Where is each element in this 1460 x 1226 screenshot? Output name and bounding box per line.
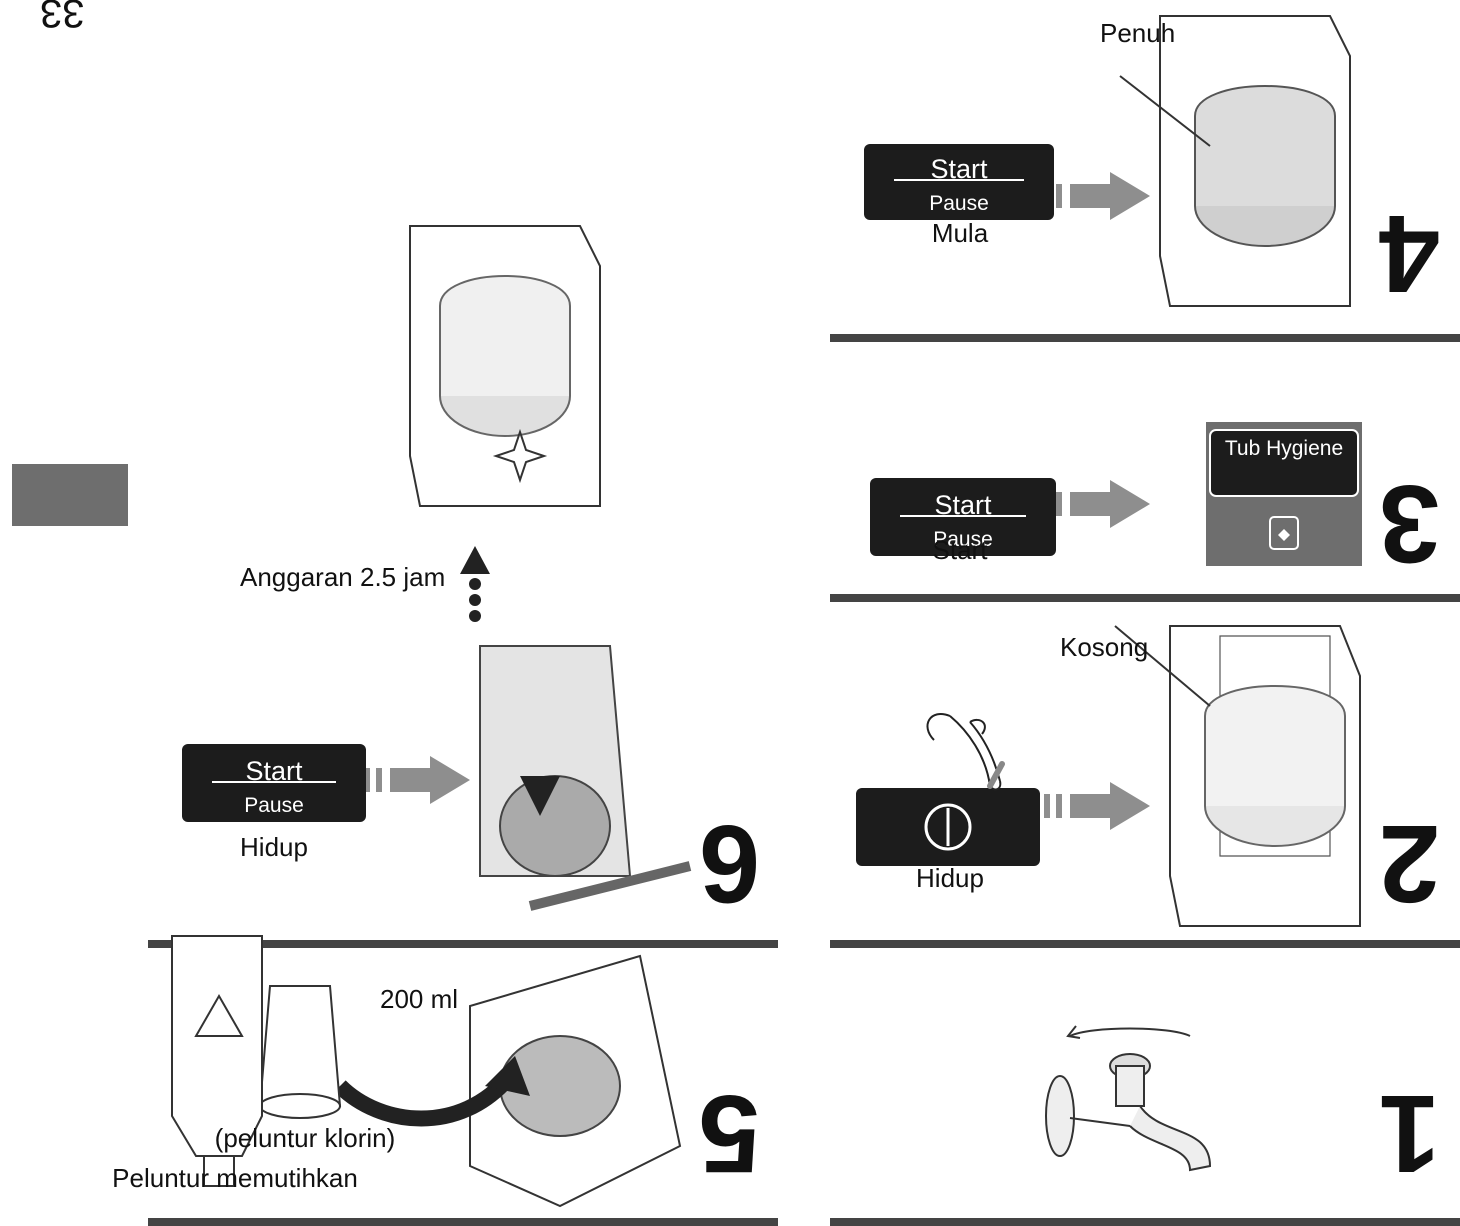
step-4-callout: Penuh — [1100, 18, 1175, 48]
tap-icon — [1045, 1025, 1212, 1172]
result: Anggaran 2.5 jam — [240, 225, 601, 622]
step-2-caption: Hidup — [916, 863, 984, 893]
step-5-agent-sub: (peluntur klorin) — [215, 1123, 396, 1153]
start-pause-button[interactable]: Start Pause — [870, 478, 1056, 556]
washer-clean — [409, 225, 601, 507]
pour-arrow — [334, 1070, 517, 1127]
rotated-page: 33 1 2 — [12, 0, 1460, 1226]
step-3-caption: Start — [933, 535, 989, 565]
step-5-number: 5 — [699, 1072, 760, 1195]
measuring-cup-icon — [258, 985, 342, 1119]
step-4: 4 Penuh Start Pause Mula — [864, 15, 1440, 315]
dividers — [148, 334, 1460, 1226]
bleach-bottle-icon — [171, 935, 263, 1187]
step-2: 2 Kosong Hidup — [856, 625, 1440, 927]
svg-text:Start: Start — [930, 154, 988, 184]
washer-full — [1119, 15, 1351, 307]
start-pause-button-6[interactable]: Start Pause — [182, 744, 366, 822]
step-5-agent-label: Peluntur memutihkan — [112, 1163, 358, 1193]
start-pause-button-4[interactable]: Start Pause — [864, 144, 1054, 220]
step-2-number: 2 — [1379, 802, 1440, 925]
power-button[interactable] — [856, 788, 1040, 866]
section-tab — [12, 464, 128, 526]
step-6-caption: Hidup — [240, 832, 308, 862]
finger-press-icon — [927, 714, 1002, 789]
result-label: Anggaran 2.5 jam — [240, 562, 445, 592]
sparkle-icon — [492, 428, 548, 484]
hygiene-panel: Tub Hygiene — [1206, 422, 1362, 566]
step-4-caption: Mula — [932, 218, 989, 248]
step-1-number: 1 — [1379, 1072, 1440, 1195]
svg-text:Start: Start — [245, 756, 303, 786]
tub-hygiene-button[interactable] — [1209, 429, 1359, 497]
washer-empty — [1114, 625, 1361, 927]
svg-text:Pause: Pause — [933, 528, 993, 551]
step-4-number: 4 — [1379, 192, 1440, 315]
step-3: 3 Tub Hygiene Start Pause Start — [870, 422, 1440, 585]
closing-drawer — [479, 645, 692, 911]
step-5-volume: 200 ml — [380, 984, 458, 1014]
hygiene-label: Tub Hygiene — [1225, 437, 1343, 460]
power-icon — [924, 803, 972, 851]
step-6: 6 Start Pause Hidup — [182, 645, 760, 925]
dotted-arrow — [460, 546, 490, 622]
step-6-number: 6 — [699, 802, 760, 925]
svg-text:Start: Start — [934, 490, 992, 520]
step-5: 5 200 ml Peluntur memutihkan (peluntur k… — [112, 935, 760, 1208]
page-number: 33 — [40, 0, 85, 35]
step-3-number: 3 — [1379, 462, 1440, 585]
step-1: 1 — [1045, 1025, 1440, 1195]
step-2-callout: Kosong — [1060, 632, 1148, 662]
svg-text:Pause: Pause — [244, 794, 304, 817]
svg-text:Pause: Pause — [929, 192, 989, 215]
tub-clean-icon — [1269, 516, 1299, 550]
